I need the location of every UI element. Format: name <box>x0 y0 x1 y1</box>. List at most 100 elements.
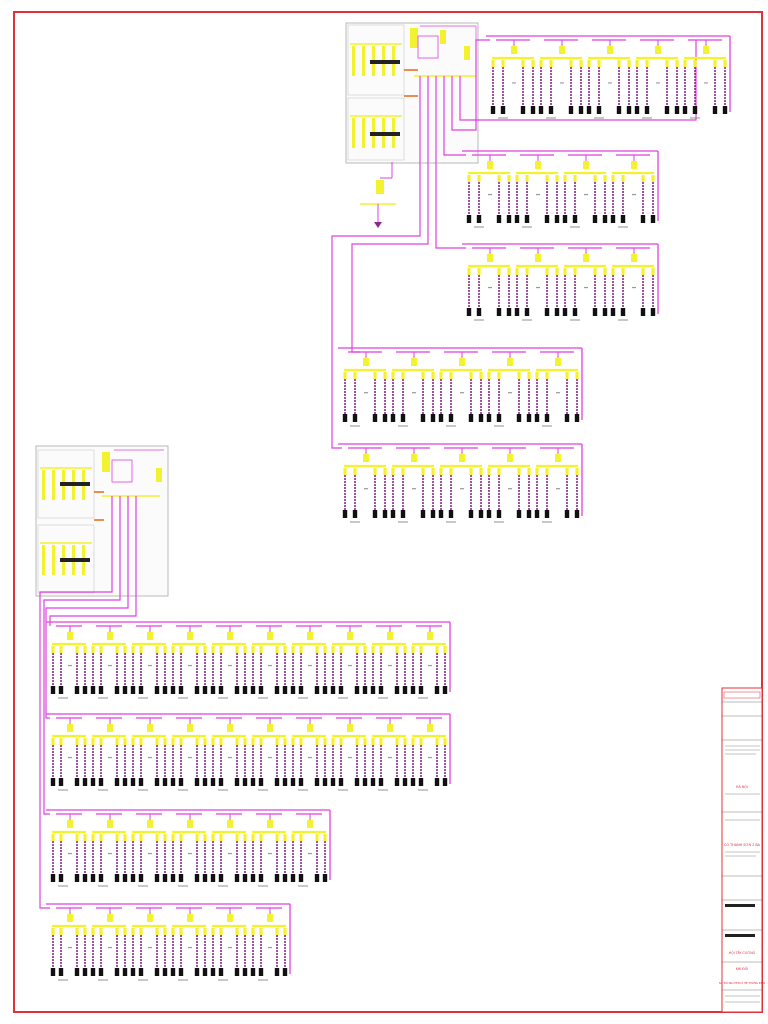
load-symbol <box>548 106 554 114</box>
spare-dot <box>70 946 72 949</box>
load-symbol <box>722 106 728 114</box>
main-breaker <box>555 454 561 462</box>
distribution-board <box>514 154 560 228</box>
main-breaker <box>227 914 233 922</box>
circuit-breaker <box>251 738 255 745</box>
distribution-board <box>250 907 288 981</box>
load-symbol <box>644 106 650 114</box>
distribution-board <box>130 907 168 981</box>
feeder-trunk <box>443 76 466 156</box>
main-breaker <box>559 46 565 54</box>
distribution-board <box>634 39 680 119</box>
spare-dot <box>556 392 558 394</box>
distribution-board <box>486 351 532 427</box>
spare-dot <box>228 852 230 855</box>
spare-dot <box>460 392 462 394</box>
distribution-board <box>342 447 388 523</box>
distribution-board <box>562 154 608 228</box>
circuit-breaker <box>487 372 491 379</box>
main-breaker <box>67 724 73 732</box>
load-symbol <box>534 414 540 422</box>
spare-dot <box>490 286 492 289</box>
circuit-breaker <box>275 646 279 653</box>
circuit-breaker <box>435 646 439 653</box>
load-symbol <box>562 215 568 223</box>
spare-dot <box>512 82 514 84</box>
load-symbol <box>170 874 176 882</box>
circuit-breaker <box>411 646 415 653</box>
main-breaker <box>187 820 193 828</box>
circuit-breaker <box>155 928 159 935</box>
circuit-breaker <box>91 928 95 935</box>
load-symbol <box>298 874 304 882</box>
circuit-breaker <box>323 646 327 653</box>
load-symbol <box>544 510 550 518</box>
circuit-breaker <box>259 646 263 653</box>
distribution-board <box>586 39 632 119</box>
spare-dot <box>110 664 112 667</box>
spare-dot <box>658 82 660 84</box>
load-symbol <box>74 778 80 786</box>
load-symbol <box>362 686 368 694</box>
circuit-breaker <box>479 372 483 379</box>
circuit-breaker <box>531 60 535 67</box>
load-symbol <box>402 686 408 694</box>
circuit-breaker <box>59 738 63 745</box>
load-symbol <box>466 308 472 316</box>
load-symbol <box>194 874 200 882</box>
load-symbol <box>314 874 320 882</box>
circuit-breaker <box>419 738 423 745</box>
load-symbol <box>442 778 448 786</box>
spare-dot <box>558 488 560 490</box>
load-symbol <box>554 308 560 316</box>
distribution-board <box>514 247 560 321</box>
load-symbol <box>400 414 406 422</box>
main-breaker <box>107 632 113 640</box>
circuit-breaker <box>179 834 183 841</box>
circuit-breaker <box>219 834 223 841</box>
load-symbol <box>122 968 128 976</box>
circuit-breaker <box>283 834 287 841</box>
load-symbol <box>282 968 288 976</box>
load-symbol <box>620 215 626 223</box>
load-symbol <box>506 215 512 223</box>
circuit-breaker <box>603 175 607 182</box>
load-symbol <box>394 686 400 694</box>
load-symbol <box>372 510 378 518</box>
circuit-breaker <box>395 646 399 653</box>
circuit-breaker <box>675 60 679 67</box>
main-breaker <box>227 632 233 640</box>
upper-main-panel <box>345 22 479 164</box>
circuit-breaker <box>211 834 215 841</box>
circuit-breaker <box>403 646 407 653</box>
distribution-board <box>490 39 536 119</box>
main-breaker <box>507 358 513 366</box>
circuit-breaker <box>163 738 167 745</box>
circuit-breaker <box>291 646 295 653</box>
load-symbol <box>82 874 88 882</box>
load-symbol <box>234 686 240 694</box>
circuit-breaker <box>373 468 377 475</box>
load-symbol <box>496 414 502 422</box>
company-name: HỘI TÂY CƯỜNG <box>729 950 756 955</box>
load-symbol <box>524 215 530 223</box>
circuit-breaker <box>549 60 553 67</box>
load-symbol <box>478 510 484 518</box>
load-symbol <box>486 510 492 518</box>
spare-dot <box>556 488 558 490</box>
circuit-breaker <box>439 372 443 379</box>
main-breaker <box>511 46 517 54</box>
load-symbol <box>194 968 200 976</box>
load-symbol <box>372 414 378 422</box>
circuit-breaker <box>171 738 175 745</box>
circuit-breaker <box>693 60 697 67</box>
main-breaker <box>347 724 353 732</box>
circuit-breaker <box>383 468 387 475</box>
main-breaker <box>187 724 193 732</box>
distribution-groups <box>50 39 728 981</box>
circuit-breaker <box>469 372 473 379</box>
spare-dot <box>348 664 350 667</box>
load-symbol <box>250 968 256 976</box>
circuit-breaker <box>203 646 207 653</box>
circuit-breaker <box>155 834 159 841</box>
